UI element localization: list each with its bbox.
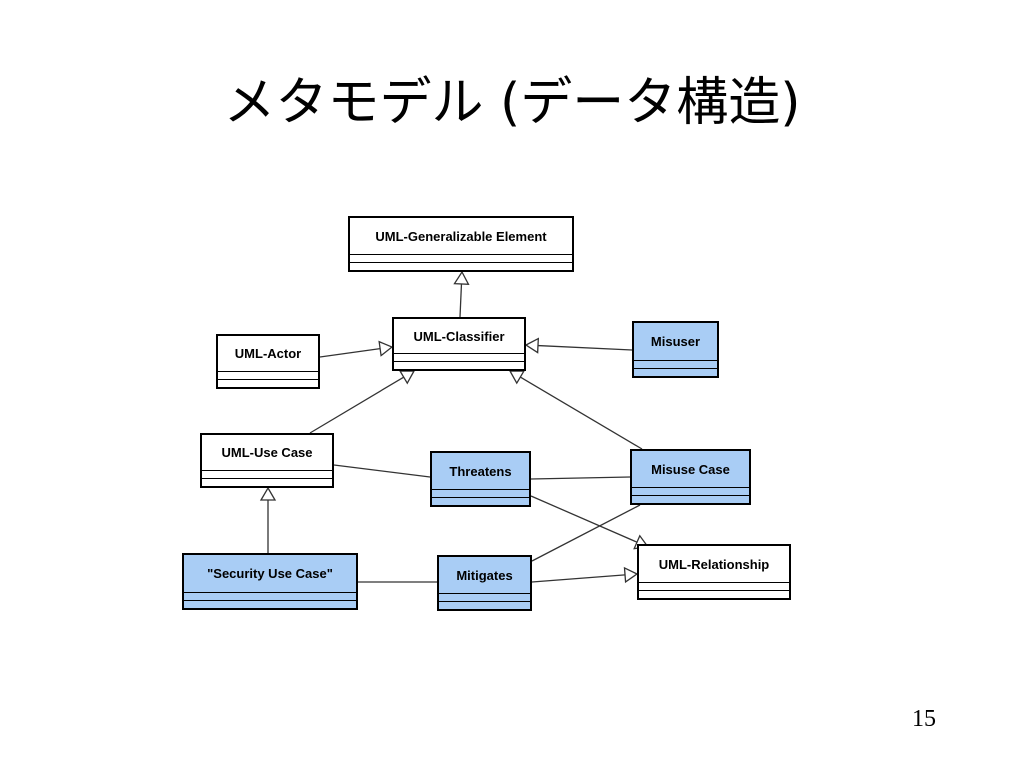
class-name: UML-Actor	[234, 346, 302, 361]
class-operations-compartment	[184, 600, 356, 608]
class-operations-compartment	[202, 478, 332, 486]
class-name: Threatens	[449, 463, 512, 479]
class-uml-use-case[interactable]: UML-Use Case	[200, 433, 334, 488]
generalization-arrowhead	[453, 270, 470, 285]
class-name: Misuser	[650, 334, 701, 349]
association-mitigates-to-misuse-case	[531, 504, 641, 562]
generalization-line	[530, 495, 638, 543]
class-operations-compartment	[432, 497, 529, 505]
class-name: Mitigates	[456, 567, 513, 583]
class-attributes-compartment	[202, 470, 332, 478]
class-operations-compartment	[218, 379, 318, 387]
class-mitigates[interactable]: Mitigates	[437, 555, 532, 611]
class-attributes-compartment	[632, 487, 749, 495]
class-attributes-compartment	[218, 371, 318, 379]
generalization-security-use-case-to-use-case	[259, 486, 277, 553]
class-attributes-compartment	[350, 254, 572, 262]
class-name: UML-Relationship	[658, 556, 770, 572]
class-operations-compartment	[439, 601, 530, 609]
class-attributes-compartment	[184, 592, 356, 600]
class-operations-compartment	[634, 368, 717, 376]
generalization-arrowhead	[623, 566, 639, 584]
class-attributes-compartment	[639, 582, 789, 590]
association-use-case-to-threatens	[333, 464, 431, 478]
generalization-line	[537, 344, 633, 351]
generalization-classifier-to-generalizable-element	[453, 270, 470, 318]
generalization-misuse-case-to-classifier	[508, 370, 643, 450]
class-attributes-compartment	[634, 360, 717, 368]
class-uml-generalizable-element[interactable]: UML-Generalizable Element	[348, 216, 574, 272]
class-misuser[interactable]: Misuser	[632, 321, 719, 378]
class-operations-compartment	[350, 262, 572, 270]
page-number: 15	[912, 706, 936, 732]
generalization-line	[319, 348, 381, 358]
class-attributes-compartment	[439, 593, 530, 601]
generalization-arrowhead	[508, 370, 526, 385]
generalization-arrowhead	[524, 337, 540, 354]
class-uml-actor[interactable]: UML-Actor	[216, 334, 320, 389]
generalization-actor-to-classifier	[319, 340, 394, 358]
class-security-use-case[interactable]: "Security Use Case"	[182, 553, 358, 610]
generalization-line	[459, 283, 463, 318]
class-operations-compartment	[394, 361, 524, 369]
generalization-line	[531, 574, 626, 583]
class-attributes-compartment	[432, 489, 529, 497]
class-operations-compartment	[632, 495, 749, 503]
generalization-mitigates-to-relationship	[531, 566, 639, 584]
generalization-use-case-to-classifier	[309, 370, 416, 434]
class-name: UML-Classifier	[413, 328, 505, 344]
class-attributes-compartment	[394, 353, 524, 361]
class-name: "Security Use Case"	[207, 566, 333, 581]
association-line	[530, 476, 631, 480]
class-uml-relationship[interactable]: UML-Relationship	[637, 544, 791, 600]
association-line	[531, 504, 641, 562]
generalization-arrowhead	[259, 486, 277, 501]
class-name: UML-Use Case	[221, 445, 313, 460]
class-uml-classifier[interactable]: UML-Classifier	[392, 317, 526, 371]
class-name: Misuse Case	[651, 461, 730, 477]
association-threatens-to-misuse-case	[530, 476, 631, 480]
class-name: UML-Generalizable Element	[375, 228, 547, 244]
generalization-misuser-to-classifier	[524, 337, 633, 354]
association-line	[333, 464, 431, 478]
generalization-line	[309, 376, 405, 434]
class-threatens[interactable]: Threatens	[430, 451, 531, 507]
slide-title: メタモデル (データ構造)	[223, 73, 801, 133]
generalization-arrowhead	[378, 340, 394, 357]
generalization-arrowhead	[398, 370, 416, 385]
class-misuse-case[interactable]: Misuse Case	[630, 449, 751, 505]
class-operations-compartment	[639, 590, 789, 598]
generalization-line	[520, 376, 643, 450]
